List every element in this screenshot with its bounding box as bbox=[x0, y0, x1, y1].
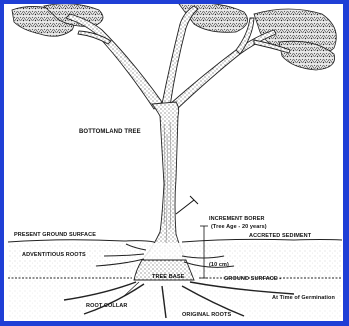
label-tree-age: (Tree Age - 20 years) bbox=[211, 224, 267, 231]
label-original-roots: ORIGINAL ROOTS bbox=[182, 312, 231, 319]
tree-diagram: BOTTOMLAND TREE INCREMENT BORER (Tree Ag… bbox=[4, 4, 343, 321]
label-adventitious-roots: ADVENTITIOUS ROOTS bbox=[22, 252, 86, 259]
label-at-time-of-germination: At Time of Germination bbox=[272, 295, 335, 302]
label-root-collar: ROOT COLLAR bbox=[86, 303, 127, 310]
label-accreted-sediment: ACCRETED SEDIMENT bbox=[249, 233, 311, 240]
label-increment-borer: INCREMENT BORER bbox=[209, 216, 265, 223]
label-bottomland-tree: BOTTOMLAND TREE bbox=[79, 129, 141, 136]
label-depth: (10 cm) bbox=[209, 262, 229, 269]
label-ground-surface: GROUND SURFACE - bbox=[224, 276, 281, 283]
increment-borer bbox=[176, 196, 198, 214]
label-tree-base: TREE BASE bbox=[152, 274, 184, 281]
label-present-ground-surface: PRESENT GROUND SURFACE bbox=[14, 232, 96, 239]
